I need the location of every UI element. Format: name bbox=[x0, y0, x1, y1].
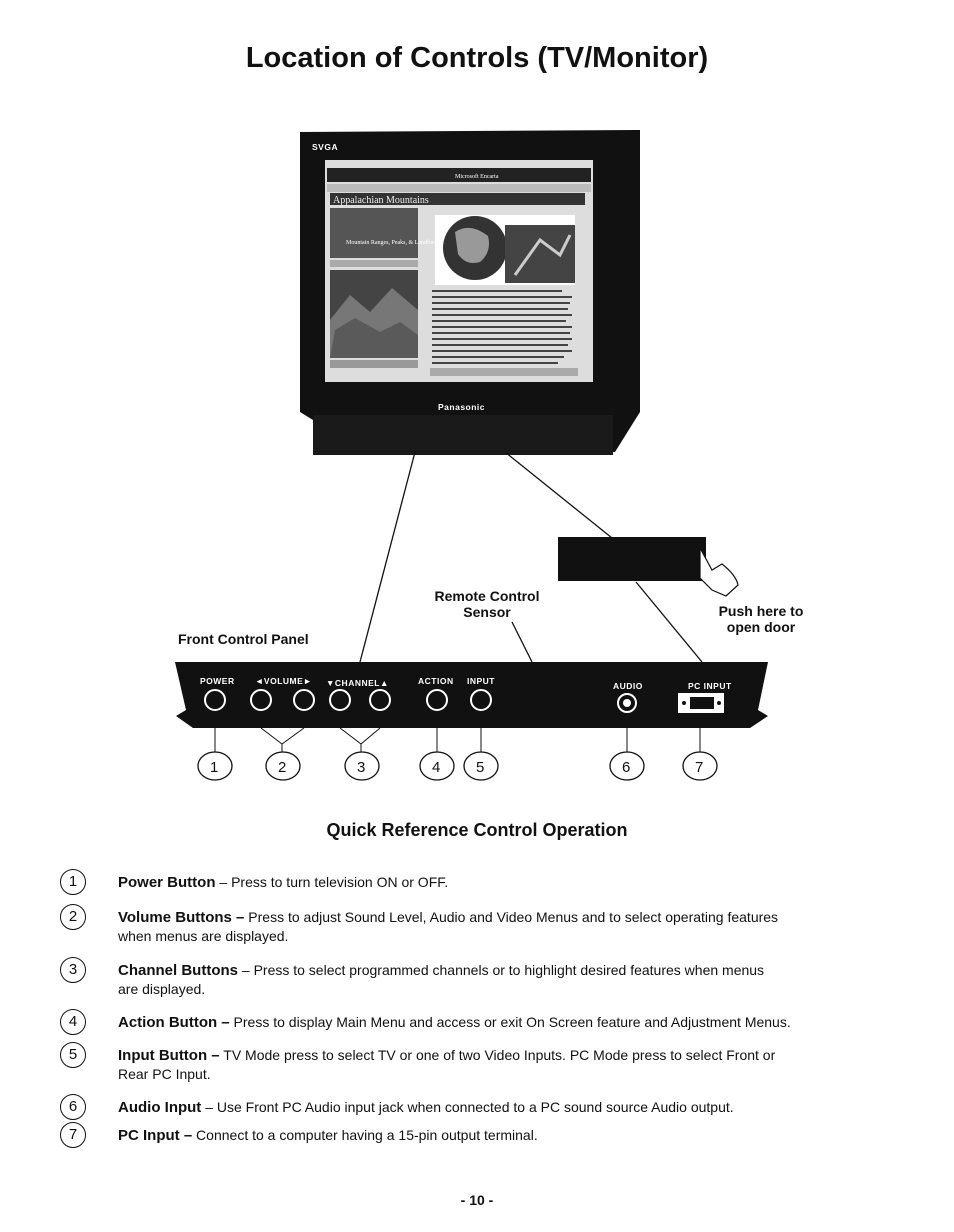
list-item-power: 1 Power Button – Press to turn televisio… bbox=[60, 873, 880, 892]
item-number: 2 bbox=[60, 904, 86, 930]
screen-sidebar-caption: Mountain Ranges, Peaks, & Landforms bbox=[346, 239, 442, 246]
front-panel-label: Front Control Panel bbox=[178, 631, 309, 647]
monitor-brand-text: SVGA bbox=[312, 142, 338, 152]
quick-reference-heading: Quick Reference Control Operation bbox=[0, 820, 954, 841]
item-number: 7 bbox=[60, 1122, 86, 1148]
leader-line-door-lower bbox=[636, 582, 702, 662]
callout-7-text: 7 bbox=[695, 759, 703, 776]
channel-label: ▼CHANNEL▲ bbox=[326, 678, 389, 688]
input-label: INPUT bbox=[467, 676, 495, 686]
callout-5-text: 5 bbox=[476, 759, 484, 776]
callout-6-text: 6 bbox=[622, 759, 630, 776]
pc-input-label: PC INPUT bbox=[688, 681, 732, 691]
screen-window-title: Microsoft Encarta bbox=[455, 173, 499, 180]
item-number: 6 bbox=[60, 1094, 86, 1120]
item-number: 4 bbox=[60, 1009, 86, 1035]
callout-4-text: 4 bbox=[432, 759, 440, 776]
audio-label: AUDIO bbox=[613, 681, 643, 691]
screen-toolbar bbox=[327, 184, 591, 192]
list-item-pc-input: 7 PC Input – Connect to a computer havin… bbox=[60, 1126, 880, 1145]
leader-line-door bbox=[505, 452, 612, 538]
list-item-input: 5 Input Button – TV Mode press to select… bbox=[60, 1046, 880, 1083]
list-item-volume: 2 Volume Buttons – Press to adjust Sound… bbox=[60, 908, 880, 945]
item-number: 5 bbox=[60, 1042, 86, 1068]
door-inset bbox=[558, 537, 706, 581]
callout-1-text: 1 bbox=[210, 759, 218, 776]
screen-article-title: Appalachian Mountains bbox=[333, 195, 429, 206]
leader-line-panel bbox=[360, 452, 415, 662]
item-number: 3 bbox=[60, 957, 86, 983]
callout-2-text: 2 bbox=[278, 759, 286, 776]
screen-sidebar-image bbox=[330, 208, 418, 258]
callout-3-text: 3 bbox=[357, 759, 365, 776]
push-door-label: Push here to open door bbox=[706, 603, 816, 635]
action-label: ACTION bbox=[418, 676, 454, 686]
page-number: - 10 - bbox=[0, 1192, 954, 1208]
monitor-base bbox=[313, 415, 613, 455]
leader-line-sensor bbox=[512, 622, 532, 662]
power-label: POWER bbox=[200, 676, 235, 686]
tv-diagram: SVGA Panasonic Microsoft Encarta Appalac… bbox=[0, 0, 954, 800]
list-item-action: 4 Action Button – Press to display Main … bbox=[60, 1013, 880, 1032]
remote-sensor-label: Remote Control Sensor bbox=[432, 588, 542, 620]
item-number: 1 bbox=[60, 869, 86, 895]
list-item-audio: 6 Audio Input – Use Front PC Audio input… bbox=[60, 1098, 880, 1117]
maker-logo-text: Panasonic bbox=[438, 402, 485, 412]
list-item-channel: 3 Channel Buttons – Press to select prog… bbox=[60, 961, 880, 998]
volume-label: ◄VOLUME► bbox=[255, 676, 312, 686]
